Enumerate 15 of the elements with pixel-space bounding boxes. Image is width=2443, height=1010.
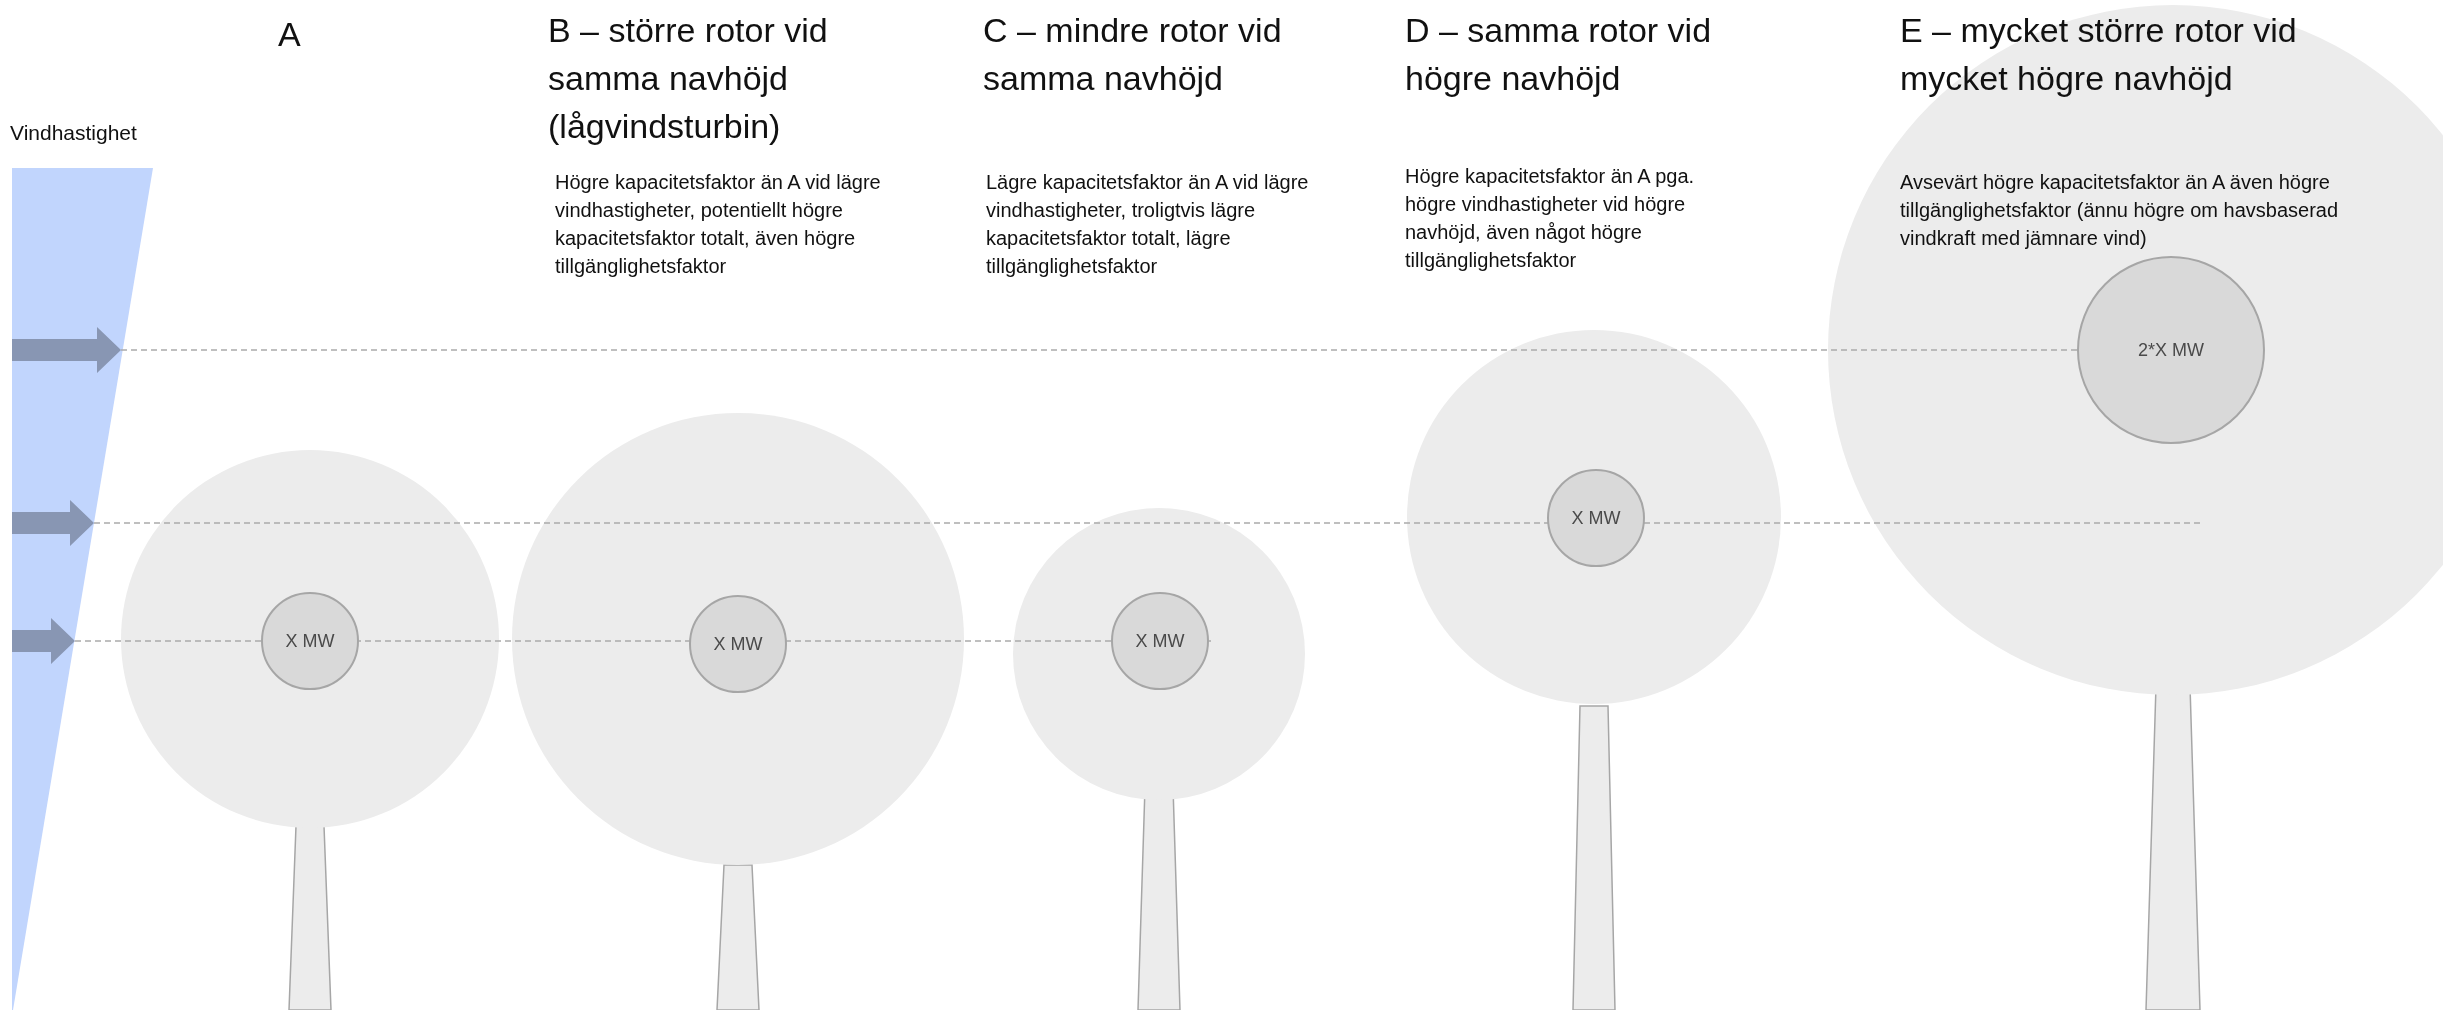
- power-label: X MW: [1135, 630, 1185, 651]
- description-text: Lägre kapacitetsfaktor än A vid lägre vindhastigheter, troligtvis lägre kapacitetsfaktor totalt, lägre tillgänglighetsfaktor: [986, 170, 1310, 279]
- description-text: Högre kapacitetsfaktor än A pga. högre vindhastigheter vid högre navhöjd, även något högre tillgänglighetsfaktor: [1405, 164, 1696, 273]
- column-heading: D – samma rotor vid högre navhöjd: [1405, 10, 1713, 99]
- power-label: X MW: [1571, 507, 1621, 528]
- power-label: X MW: [713, 633, 763, 654]
- power-label: X MW: [285, 630, 335, 651]
- column-heading: E – mycket större rotor vid mycket högre navhöjd: [1900, 10, 2298, 99]
- power-label: 2*X MW: [2138, 339, 2204, 360]
- column-heading: A: [278, 14, 301, 55]
- column-heading: C – mindre rotor vid samma navhöjd: [983, 10, 1283, 99]
- description-text: Avsevärt högre kapacitetsfaktor än A även högre tillgänglighetsfaktor (ännu högre om havsbaserad vindkraft med jämnare vind): [1900, 170, 2340, 251]
- column-heading: B – större rotor vid samma navhöjd (lågvindsturbin): [548, 10, 829, 147]
- description-text: Högre kapacitetsfaktor än A vid lägre vindhastigheter, potentiellt högre kapacitetsfaktor totalt, även högre tillgänglighetsfaktor: [555, 170, 882, 279]
- axis-label: Vindhastighet: [10, 120, 137, 146]
